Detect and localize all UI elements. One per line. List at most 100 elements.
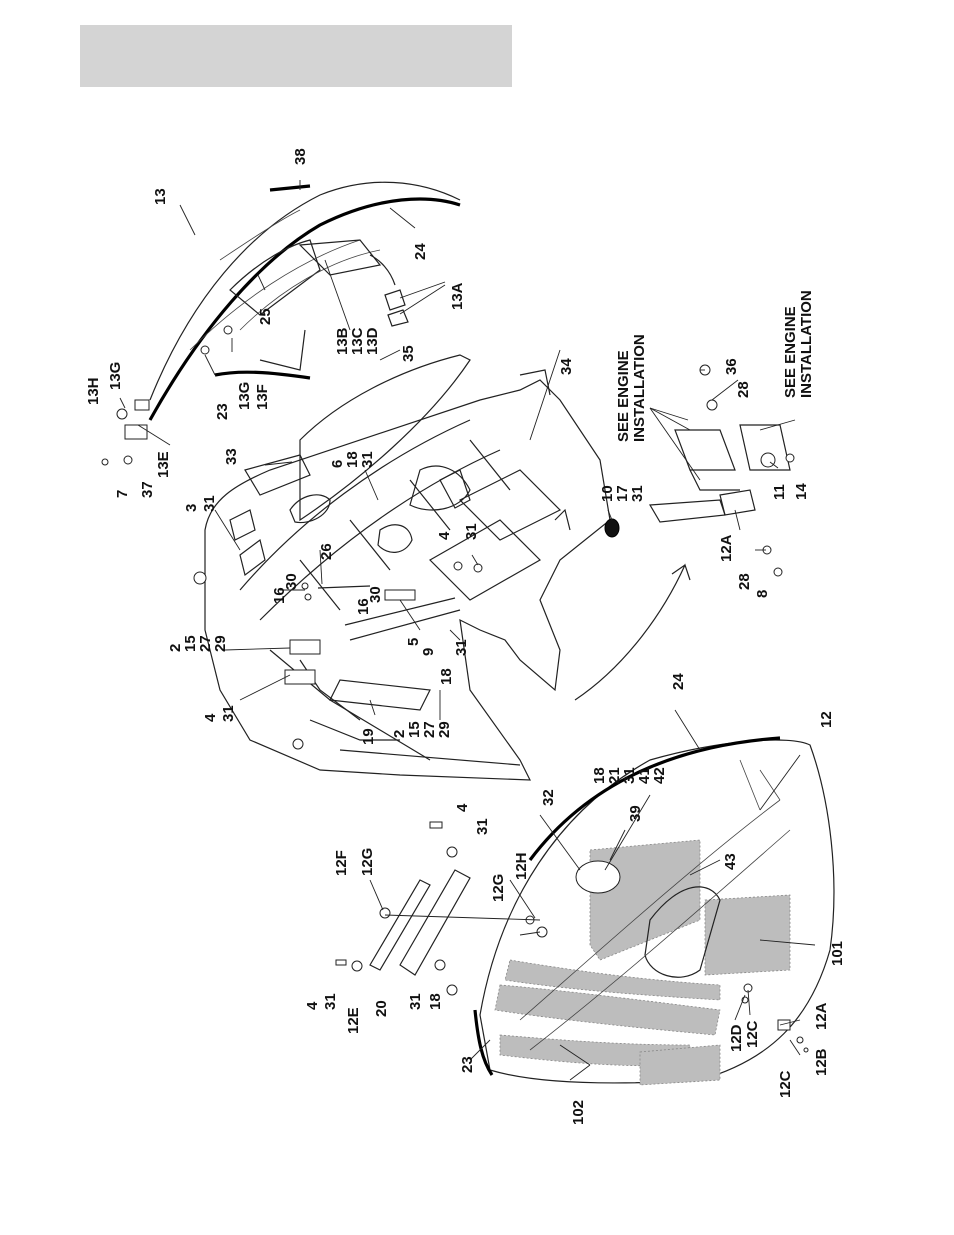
label-27-b: 27 [421, 721, 438, 738]
label-31: 31 [359, 451, 376, 468]
label-12h: 12H [513, 852, 530, 880]
label-3: 3 [183, 504, 200, 512]
label-30: 30 [283, 573, 300, 590]
label-9: 9 [420, 648, 437, 656]
label-37: 37 [139, 481, 156, 498]
label-12a: 12A [718, 534, 735, 562]
label-36: 36 [723, 358, 740, 375]
hood-brackets-part [335, 821, 541, 996]
label-13d: 13D [364, 327, 381, 355]
label-42: 42 [651, 767, 668, 784]
label-18-d: 18 [427, 993, 444, 1010]
label-see-engine-2: SEE ENGINE [782, 306, 799, 398]
label-31-h: 31 [474, 818, 491, 835]
label-18-c: 18 [591, 767, 608, 784]
label-11: 11 [771, 484, 788, 500]
label-24: 24 [412, 243, 429, 260]
assembly-arrow [574, 563, 691, 701]
label-5: 5 [405, 638, 422, 646]
hood-top-hardware [101, 254, 409, 466]
label-6: 6 [329, 460, 346, 468]
label-19: 19 [360, 728, 377, 745]
label-installation-1: INSTALLATION [631, 334, 648, 442]
label-21: 21 [606, 767, 623, 784]
label-12a-b: 12A [813, 1002, 830, 1030]
label-18-b: 18 [438, 668, 455, 685]
label-29-b: 29 [436, 721, 453, 738]
label-13f: 13F [254, 384, 271, 410]
label-15: 15 [182, 635, 199, 652]
label-8: 8 [754, 590, 771, 598]
label-10: 10 [599, 485, 616, 502]
label-23-bot: 23 [459, 1056, 476, 1073]
label-2-b: 2 [391, 730, 408, 738]
label-16: 16 [271, 587, 288, 604]
label-27: 27 [197, 635, 214, 652]
label-31-f: 31 [629, 485, 646, 502]
label-4-c: 4 [454, 803, 471, 812]
label-26: 26 [318, 543, 335, 560]
label-13a: 13A [449, 282, 466, 310]
label-4: 4 [436, 531, 453, 540]
label-20: 20 [373, 1000, 390, 1017]
label-4-b: 4 [202, 713, 219, 722]
label-31-j: 31 [407, 993, 424, 1010]
label-18: 18 [344, 451, 361, 468]
label-7: 7 [114, 490, 131, 498]
label-12: 12 [818, 711, 835, 728]
label-33: 33 [223, 448, 240, 465]
label-24-bot: 24 [670, 673, 687, 690]
main-frame-part [193, 354, 611, 781]
label-13g-b: 13G [236, 382, 253, 410]
label-17: 17 [614, 485, 631, 502]
label-31-i: 31 [322, 993, 339, 1010]
hood-top-part [148, 181, 461, 421]
label-15-b: 15 [406, 721, 423, 738]
label-23: 23 [214, 403, 231, 420]
label-12e: 12E [345, 1007, 362, 1034]
label-25: 25 [257, 308, 274, 325]
label-4-d: 4 [304, 1001, 321, 1010]
label-31-e: 31 [220, 705, 237, 722]
label-41: 41 [636, 767, 653, 784]
label-31-b: 31 [201, 495, 218, 512]
label-13e: 13E [155, 451, 172, 478]
label-13b: 13B [334, 327, 351, 355]
label-34: 34 [558, 358, 575, 375]
label-12f: 12F [333, 850, 350, 876]
label-12c: 12C [744, 1020, 761, 1048]
label-12b: 12B [813, 1048, 830, 1076]
label-see-engine-1: SEE ENGINE [615, 350, 632, 442]
label-12g-b: 12G [490, 874, 507, 902]
label-30-b: 30 [367, 586, 384, 603]
label-12c-b: 12C [777, 1070, 794, 1098]
label-35: 35 [400, 345, 417, 362]
header-gray-bar [80, 25, 512, 87]
label-32: 32 [540, 789, 557, 806]
part-labels: 13 38 24 13A 13B 13C 13D 25 13H 13G 13E … [85, 148, 846, 1125]
label-39: 39 [627, 805, 644, 822]
label-101: 101 [829, 941, 846, 966]
hood-lower-part [473, 736, 835, 1086]
label-38: 38 [292, 148, 309, 165]
label-28: 28 [735, 381, 752, 398]
label-102: 102 [570, 1100, 587, 1125]
label-13g: 13G [107, 362, 124, 390]
label-installation-2: INSTALLATION [798, 290, 815, 398]
label-14: 14 [793, 483, 810, 500]
label-43: 43 [722, 853, 739, 870]
label-16-b: 16 [355, 598, 372, 615]
label-31-d: 31 [453, 639, 470, 656]
label-28-b: 28 [736, 573, 753, 590]
label-13c: 13C [349, 327, 366, 355]
label-31-c: 31 [463, 523, 480, 540]
label-29: 29 [212, 635, 229, 652]
label-12g: 12G [359, 848, 376, 876]
label-13h: 13H [85, 377, 102, 405]
leader-lines [119, 180, 816, 1081]
label-31-g: 31 [621, 767, 638, 784]
frame-hardware [284, 518, 620, 685]
label-13: 13 [152, 188, 169, 205]
label-12d: 12D [728, 1024, 745, 1052]
